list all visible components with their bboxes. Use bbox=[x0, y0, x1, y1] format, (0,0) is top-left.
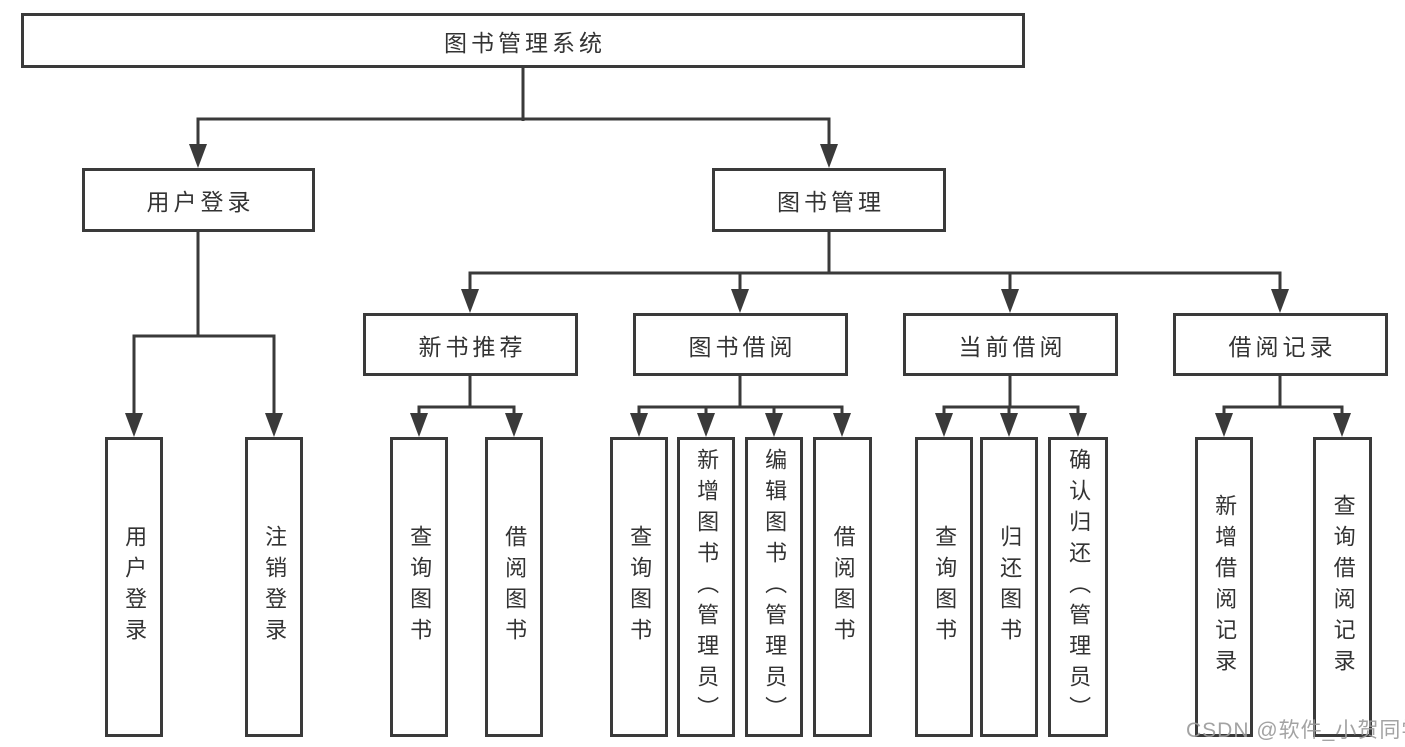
leaf-borrow-books-borrowing: 借阅图书 bbox=[813, 437, 872, 737]
node-book-management: 图书管理 bbox=[712, 168, 946, 232]
root-node: 图书管理系统 bbox=[21, 13, 1025, 68]
leaf-add-borrow-record: 新增借阅记录 bbox=[1195, 437, 1253, 737]
leaf-query-borrow-record: 查询借阅记录 bbox=[1313, 437, 1372, 737]
node-borrowing-records: 借阅记录 bbox=[1173, 313, 1388, 376]
leaf-query-books-recommend: 查询图书 bbox=[390, 437, 448, 737]
leaf-confirm-return-admin: 确认归还（管理员） bbox=[1048, 437, 1108, 737]
node-book-borrowing: 图书借阅 bbox=[633, 313, 848, 376]
leaf-query-books-current: 查询图书 bbox=[915, 437, 973, 737]
leaf-add-book-admin: 新增图书（管理员） bbox=[677, 437, 735, 737]
leaf-return-books: 归还图书 bbox=[980, 437, 1038, 737]
csdn-watermark: CSDN @软件_小贺同学 bbox=[1186, 719, 1405, 742]
leaf-logout: 注销登录 bbox=[245, 437, 303, 737]
leaf-user-login: 用户登录 bbox=[105, 437, 163, 737]
leaf-query-books-borrowing: 查询图书 bbox=[610, 437, 668, 737]
node-new-book-recommendation: 新书推荐 bbox=[363, 313, 578, 376]
leaf-borrow-books-recommend: 借阅图书 bbox=[485, 437, 543, 737]
node-user-login: 用户登录 bbox=[82, 168, 315, 232]
leaf-edit-book-admin: 编辑图书（管理员） bbox=[745, 437, 803, 737]
node-current-borrowing: 当前借阅 bbox=[903, 313, 1118, 376]
